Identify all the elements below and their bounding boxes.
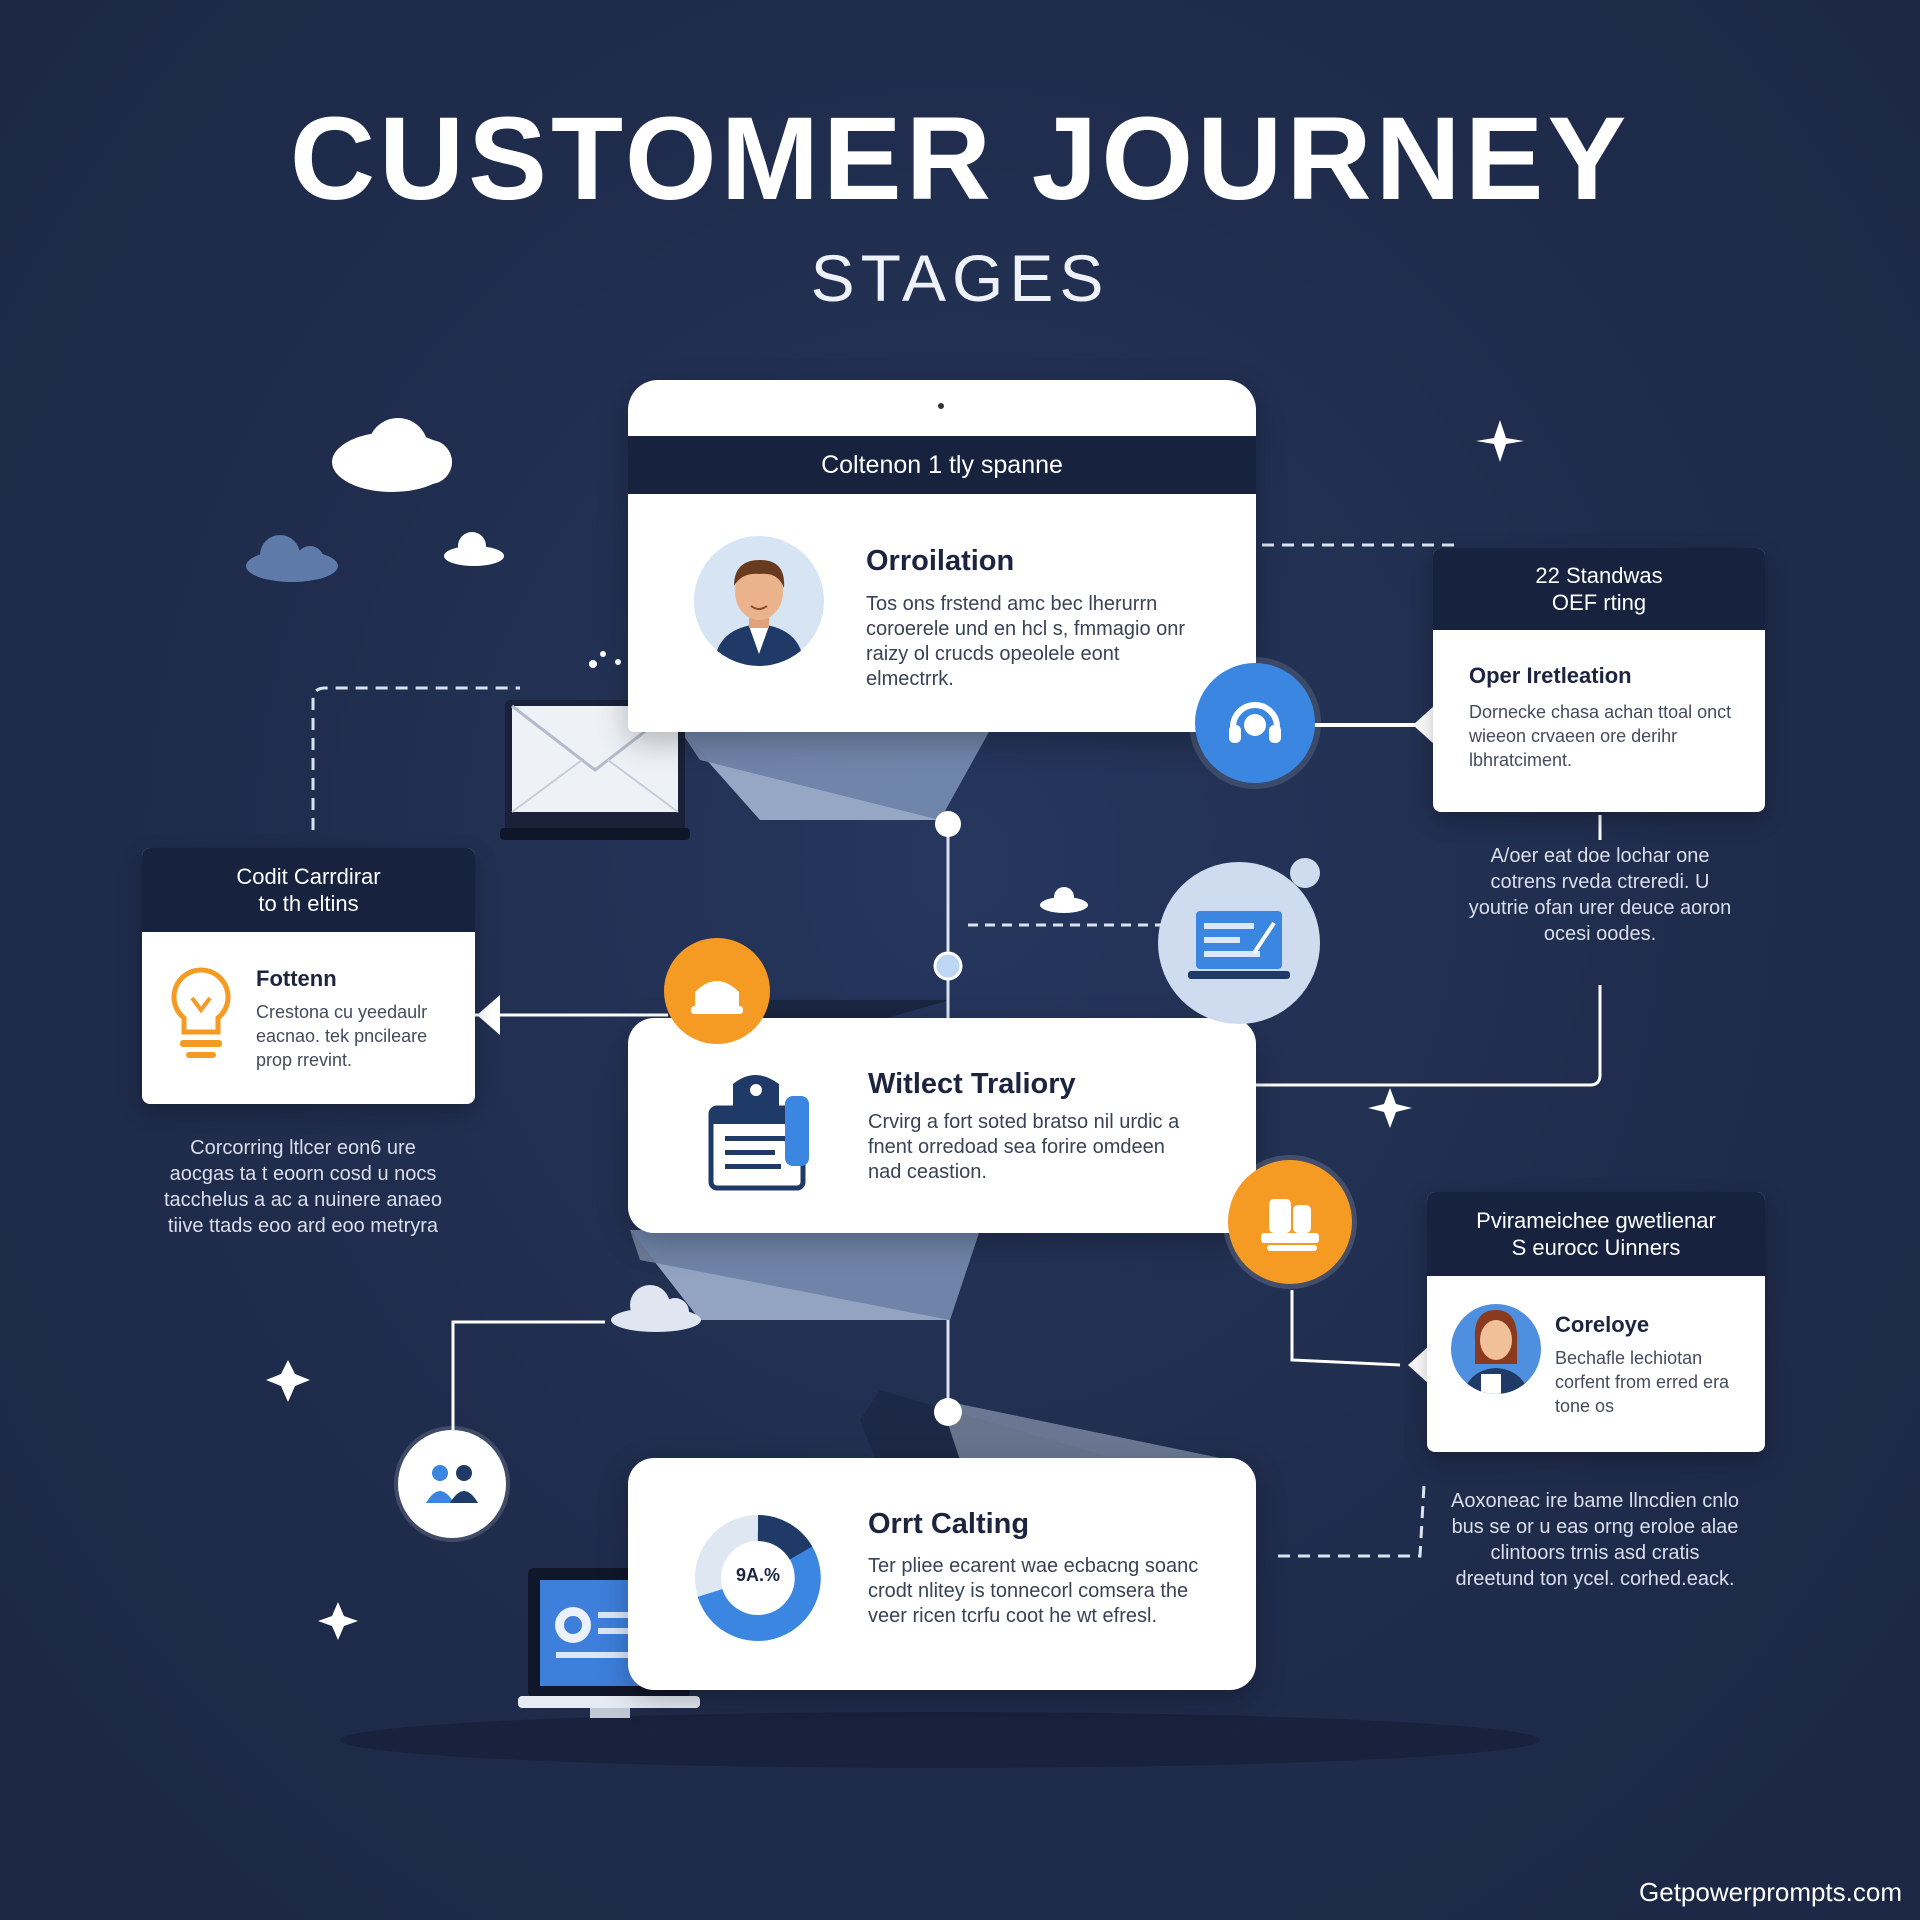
stage-2-title: Witlect Traliory [868, 1068, 1076, 1100]
watermark: Getpowerprompts.com [1639, 1877, 1902, 1907]
side-card-2-head: Codit Carrdirar to th eltins [142, 848, 475, 932]
sparkle-icon-3 [266, 1360, 310, 1402]
dashboard-badge-handle [1290, 858, 1320, 888]
stage-1-banner-dot [938, 403, 944, 409]
cloud-icon-5 [611, 1285, 701, 1332]
note-right-bottom: Aoxoneac ire bame llncdien cnlo bus se o… [1451, 1490, 1739, 1590]
stage-3-body: Ter pliee ecarent wae ecbacng soanc crod… [868, 1555, 1199, 1627]
stage-card-2: Witlect Traliory Crvirg a fort soted bra… [628, 1018, 1256, 1233]
side-card-right-top: 22 Standwas OEF rting Oper Iretleation D… [1433, 548, 1765, 812]
page-title: CUSTOMER JOURNEY [289, 93, 1631, 225]
spine-node-3 [934, 1398, 962, 1426]
side-card-3-head: Pvirameichee gwetlienar S eurocc Uinners [1427, 1192, 1765, 1276]
cake-icon [691, 981, 743, 1014]
side-card-1-title: Oper Iretleation [1469, 663, 1632, 688]
funnel-dark-2 [860, 1390, 1120, 1470]
cloud-icon-1 [332, 418, 452, 492]
side-card-1-head: 22 Standwas OEF rting [1433, 548, 1765, 630]
stage-3-title: Orrt Calting [868, 1508, 1030, 1540]
cloud-icon-3 [444, 532, 504, 566]
document-icon [708, 1075, 809, 1191]
sparkle-icon-4 [318, 1602, 358, 1640]
spine-node-2 [933, 951, 963, 981]
note-left-mid: Corcorring ltlcer eon6 ure aocgas ta t e… [164, 1137, 442, 1237]
team-badge [398, 1430, 506, 1538]
cake-badge [664, 938, 770, 1044]
donut-chart-label: 9A.% [735, 1565, 780, 1585]
man-avatar-icon [714, 560, 804, 666]
stage-1-title: Orroilation [866, 545, 1015, 577]
woman-avatar-icon [1463, 1310, 1529, 1394]
dashboard-badge [1158, 862, 1320, 1024]
base-shadow [340, 1712, 1540, 1768]
side-card-right-bottom: Pvirameichee gwetlienar S eurocc Uinners… [1427, 1192, 1765, 1452]
podium-badge [1228, 1160, 1352, 1284]
stage-card-3: 9A.% Orrt Calting Ter pliee ecarent wae … [628, 1458, 1256, 1690]
sparkle-icon-1 [1476, 420, 1524, 462]
cloud-icon-4 [1040, 887, 1088, 913]
side-card-3-title: Coreloye [1555, 1312, 1650, 1337]
page-subtitle: STAGES [810, 241, 1110, 315]
side-card-1-body: Dornecke chasa achan ttoal onct wieeon c… [1469, 702, 1732, 770]
cloud-icon-2 [246, 535, 338, 582]
lightbulb-icon [171, 967, 231, 1058]
stage-1-body: Tos ons frstend amc bec lherurrn coroere… [866, 593, 1186, 690]
team-icon [426, 1465, 478, 1503]
side-card-left: Codit Carrdirar to th eltins Fottenn Cre… [142, 848, 475, 1104]
headset-badge [1195, 663, 1315, 783]
email-laptop-icon [500, 651, 690, 840]
stage-1-banner: Coltenon 1 tly spanne [628, 436, 1256, 494]
funnel-shade-2b [630, 1230, 950, 1320]
side-card-3-body: Bechafle lechiotan corfent from erred er… [1555, 1348, 1730, 1416]
funnel-shade-1b [680, 730, 940, 820]
podium-icon [1261, 1199, 1319, 1251]
note-right-top: A/oer eat doe lochar one cotrens rveda c… [1468, 845, 1732, 945]
dashboard-screen-icon [1188, 911, 1290, 979]
funnel-light-2 [940, 1400, 1230, 1460]
side-card-2-body: Crestona cu yeedaulr eacnao. tek pncilea… [256, 1002, 428, 1070]
headset-icon [1229, 702, 1281, 743]
sparkle-icon-2 [1368, 1088, 1412, 1128]
spine-node-1 [935, 811, 961, 837]
donut-chart-icon: 9A.% [693, 1513, 823, 1643]
side-card-2-title: Fottenn [256, 966, 337, 991]
stage-2-body: Crvirg a fort soted bratso nil urdic a f… [868, 1111, 1180, 1183]
man-avatar [694, 536, 824, 666]
stage-card-1: Coltenon 1 tly spanne Orroilation Tos on… [628, 380, 1256, 732]
woman-avatar [1451, 1304, 1541, 1394]
